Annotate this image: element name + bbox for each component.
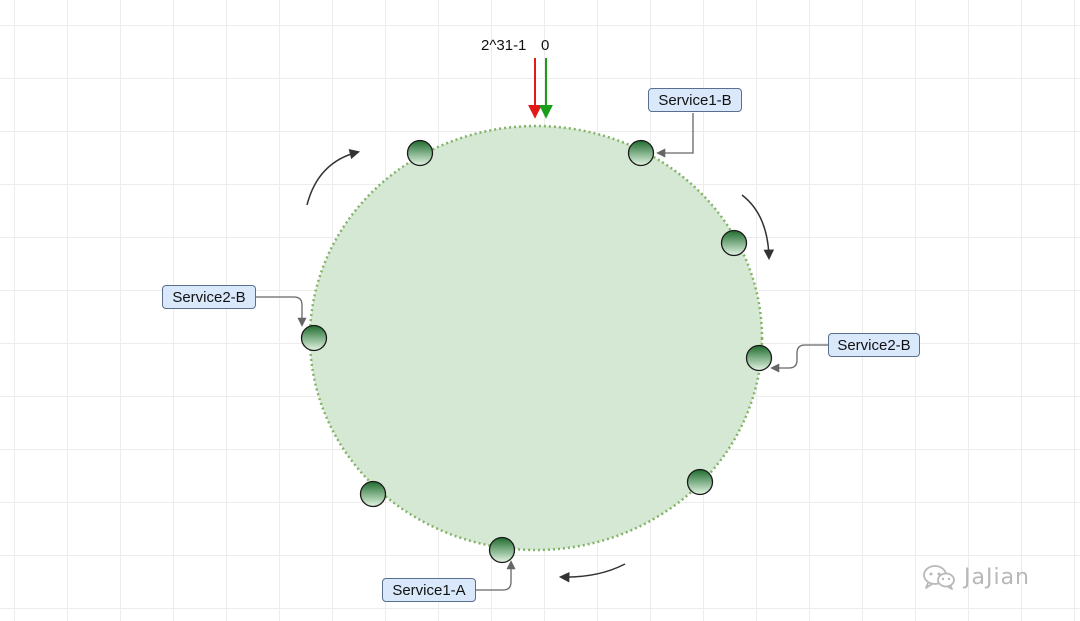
watermark-text: JaJian	[964, 564, 1030, 590]
hash-ring	[308, 124, 764, 552]
clockwise-arrow-bottom	[558, 563, 626, 583]
connector-service1-b-top	[656, 113, 694, 158]
watermark: JaJian	[922, 562, 1030, 592]
zero-value-label: 0	[541, 37, 550, 54]
service2-b-label-right[interactable]: Service2-B	[828, 333, 920, 357]
service1-b-label-top[interactable]: Service1-B	[648, 88, 742, 112]
ring-node[interactable]	[406, 139, 434, 167]
ring-node[interactable]	[359, 480, 387, 508]
ring-node[interactable]	[686, 468, 714, 496]
clockwise-arrow-top-right	[741, 194, 775, 261]
connector-service2-b-right	[770, 344, 828, 373]
connector-service2-b-left	[255, 296, 307, 327]
wechat-icon	[923, 565, 955, 590]
ring-node-service1-a[interactable]	[488, 536, 516, 564]
service2-b-label-left[interactable]: Service2-B	[162, 285, 256, 309]
ring-node[interactable]	[720, 229, 748, 257]
ring-node-service2-b-right[interactable]	[745, 344, 773, 372]
ring-node-service2-b-left[interactable]	[300, 324, 328, 352]
clockwise-arrow-top-left	[306, 148, 361, 206]
service1-a-label-bottom[interactable]: Service1-A	[382, 578, 476, 602]
connector-service1-a-bottom	[475, 560, 516, 591]
max-value-label: 2^31-1	[481, 37, 527, 54]
ring-node-service1-b[interactable]	[627, 139, 655, 167]
